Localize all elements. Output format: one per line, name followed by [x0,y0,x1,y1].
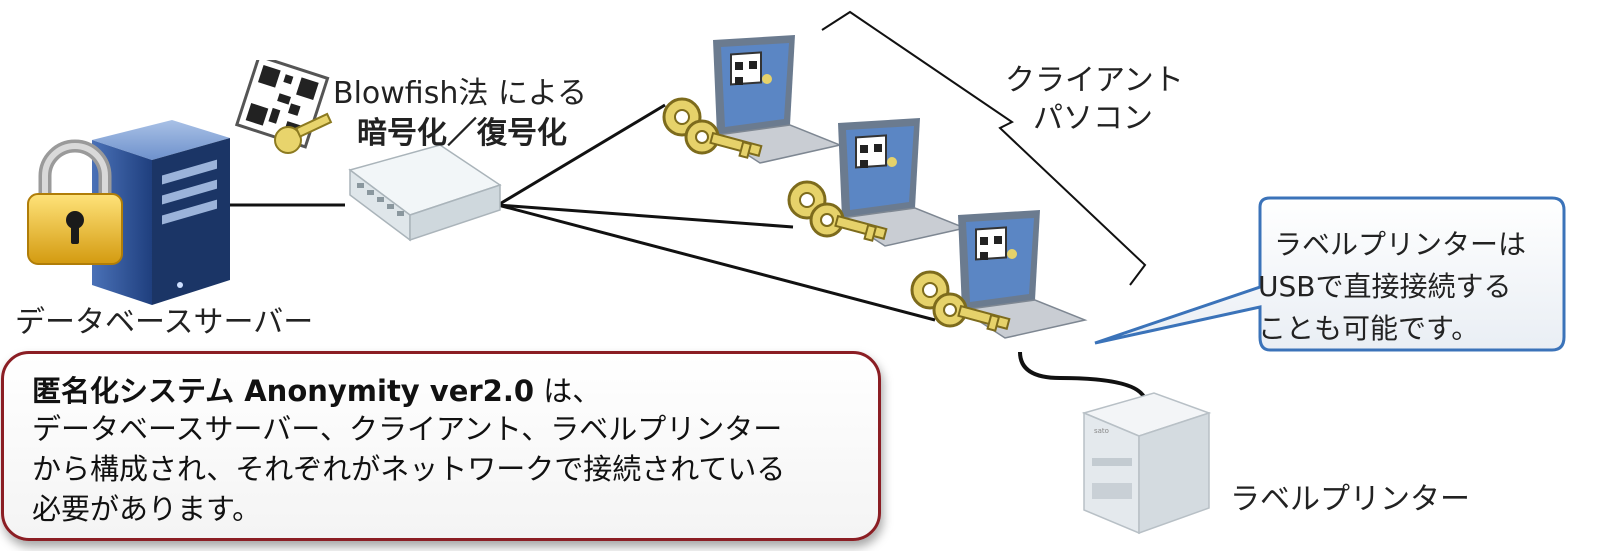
description-line-2: データベースサーバー、クライアント、ラベルプリンター [32,412,783,446]
callout-bubble [1094,196,1566,352]
client-laptop [940,210,1090,340]
switch-laptop2-cable [497,203,794,229]
description-line-3: から構成され、それぞれがネットワークで接続されている [32,452,786,486]
switch-laptop3-cable [497,203,936,322]
usb-cable [1018,351,1147,401]
database-server [27,120,242,305]
printer-label: ラベルプリンター [1230,482,1470,517]
clients-brace [821,10,1147,286]
network-switch [345,144,505,245]
key-icon [660,95,770,167]
qr-code-icon [230,54,335,160]
key-icon [908,268,1018,340]
clients-label-line-2: パソコン [1033,101,1153,136]
server-label: データベースサーバー [15,305,314,340]
switch-laptop1-cable [497,103,666,207]
label-printer: sato [1074,388,1214,538]
svg-text:sato: sato [1094,427,1109,435]
description-box: 匿名化システム Anonymity ver2.0 は、 データベースサーバー、ク… [1,351,881,541]
lock-icon [27,139,123,265]
clients-label-line-1: クライアント [1005,63,1184,98]
key-icon [785,178,895,250]
description-line-1: 匿名化システム Anonymity ver2.0 は、 [32,368,601,410]
switch-icon [348,144,502,242]
product-name: 匿名化システム Anonymity ver2.0 [32,374,535,408]
description-line-1-rest: は、 [534,374,602,408]
callout-line-2: USBで直接接続する [1258,270,1512,303]
encryption-label-line-1: Blowfish法 による [333,76,587,111]
description-line-4: 必要があります。 [32,492,262,526]
callout-line-3: ことも可能です。 [1258,312,1480,345]
laptop-icon [958,210,1088,339]
key-icon [274,112,333,154]
callout-line-1: ラベルプリンターは [1274,228,1527,261]
encryption-label-line-2: 暗号化／復号化 [357,116,567,151]
printer-icon: sato [1081,392,1212,535]
